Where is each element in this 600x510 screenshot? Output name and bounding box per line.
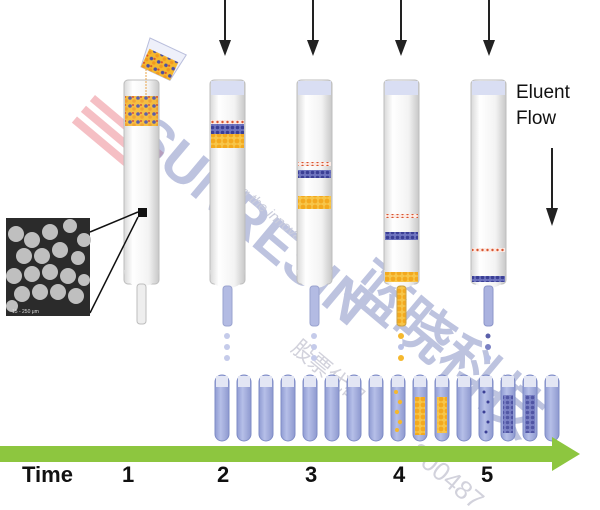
beaker-icon	[140, 37, 187, 82]
eluent-flow-arrow-icon	[546, 148, 558, 226]
collection-tube	[478, 374, 494, 442]
down-arrow-icon	[219, 0, 231, 56]
eluent-label-line2: Flow	[516, 108, 557, 129]
collection-tube	[236, 374, 252, 442]
column-2	[209, 79, 246, 361]
collection-tube	[544, 374, 560, 442]
time-step-4: 4	[393, 462, 406, 487]
collection-tube	[368, 374, 384, 442]
collection-tube	[324, 374, 340, 442]
collection-tube	[500, 374, 516, 442]
bead-micrograph-inset: 15 - 250 μm	[6, 211, 139, 316]
inset-scale-label: 15 - 250 μm	[12, 309, 39, 315]
collection-tubes	[214, 374, 560, 442]
time-step-2: 2	[217, 462, 230, 487]
column-1	[123, 37, 187, 325]
time-step-3: 3	[305, 462, 318, 487]
eluent-arrows	[219, 0, 558, 226]
collection-tube	[258, 374, 274, 442]
time-arrow-icon	[0, 437, 580, 471]
down-arrow-icon	[395, 0, 407, 56]
column-4	[383, 79, 420, 361]
collection-tube	[302, 374, 318, 442]
column-5	[470, 79, 507, 361]
collection-tube	[434, 374, 450, 442]
sample-region-marker	[138, 208, 147, 217]
collection-tube	[412, 374, 428, 442]
time-step-1: 1	[122, 462, 135, 487]
eluent-flow-label: Eluent Flow	[516, 80, 570, 132]
collection-tube	[522, 374, 538, 442]
time-step-5: 5	[481, 462, 494, 487]
down-arrow-icon	[307, 0, 319, 56]
down-arrow-icon	[483, 0, 495, 56]
collection-tube	[214, 374, 230, 442]
time-axis-label: Time	[22, 462, 73, 487]
collection-tube	[280, 374, 296, 442]
column-3	[296, 79, 333, 361]
collection-tube	[346, 374, 362, 442]
collection-tube	[456, 374, 472, 442]
collection-tube	[390, 374, 406, 442]
eluent-label-line1: Eluent	[516, 82, 570, 103]
